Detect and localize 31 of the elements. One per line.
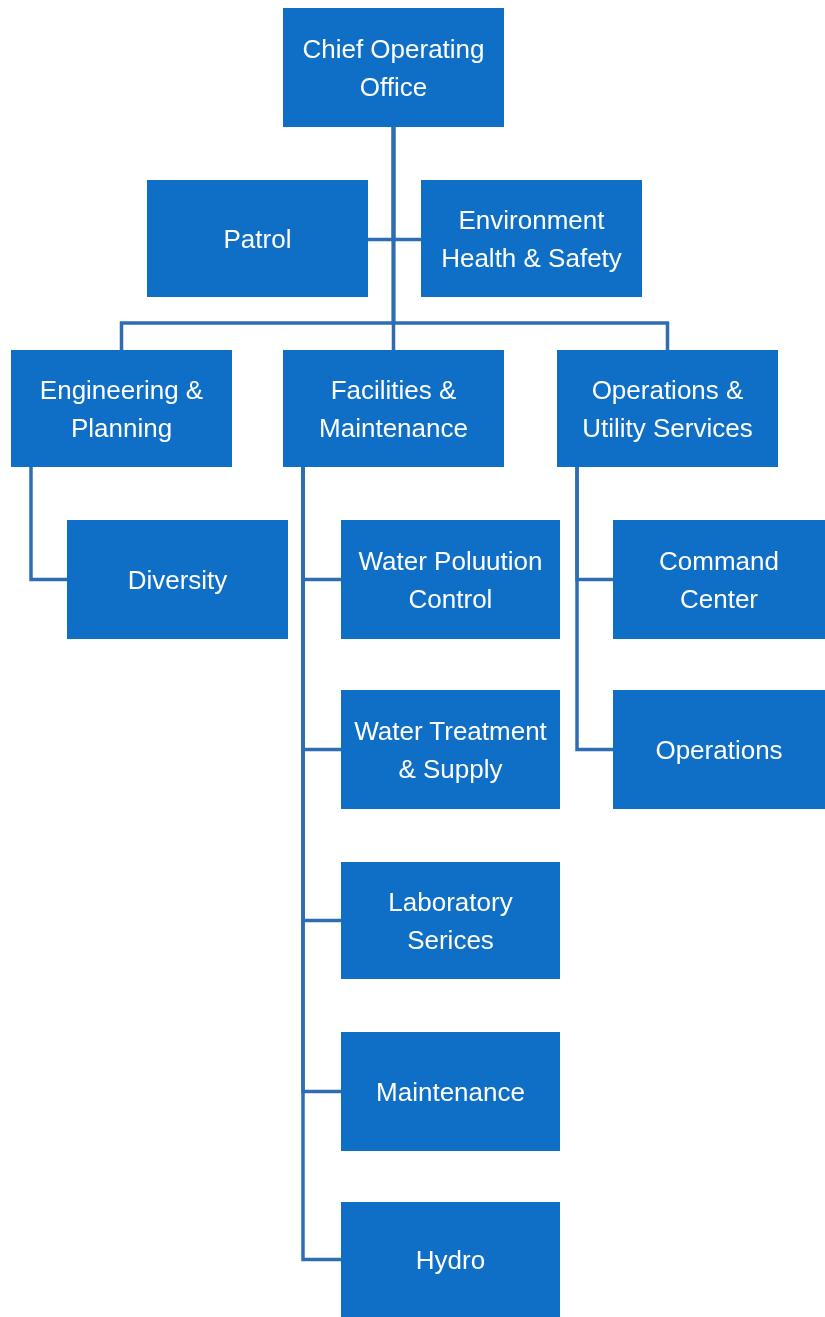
unit-name: Engineering & Planning [38,373,205,445]
org-unit-box [341,520,560,639]
unit-name: Facilities & Maintenance [318,373,469,445]
org-unit-box [11,350,232,467]
unit-name: Environment Health & Safety [440,203,623,275]
org-unit-box [341,1202,560,1317]
org-unit-box [557,350,778,467]
unit-name: Diversity [127,563,228,597]
connector-line [575,467,613,752]
org-unit-box [283,350,504,467]
unit-name: Water Poluution Control [357,544,544,616]
unit-name: Command Center [658,544,780,616]
org-unit-box [421,180,642,297]
org-unit-box [283,8,504,127]
connector-line [29,467,67,582]
unit-name: Maintenance [376,1075,525,1109]
unit-name: Water Treatment & Supply [353,714,548,786]
org-unit-box [341,690,560,809]
unit-name: Patrol [223,222,292,256]
org-unit-box [613,690,825,809]
org-unit-box [341,1032,560,1151]
unit-name: Operations & Utility Services [581,373,754,445]
unit-name: Operations [655,733,783,767]
connector-line [391,127,670,350]
org-unit-box [341,862,560,979]
unit-name: Hydro [415,1243,486,1277]
unit-name: Chief Operating Office [301,32,486,104]
org-unit-box [613,520,825,639]
org-unit-box [147,180,368,297]
org-unit-box [67,520,288,639]
unit-name: Laboratory Serices [387,885,514,957]
